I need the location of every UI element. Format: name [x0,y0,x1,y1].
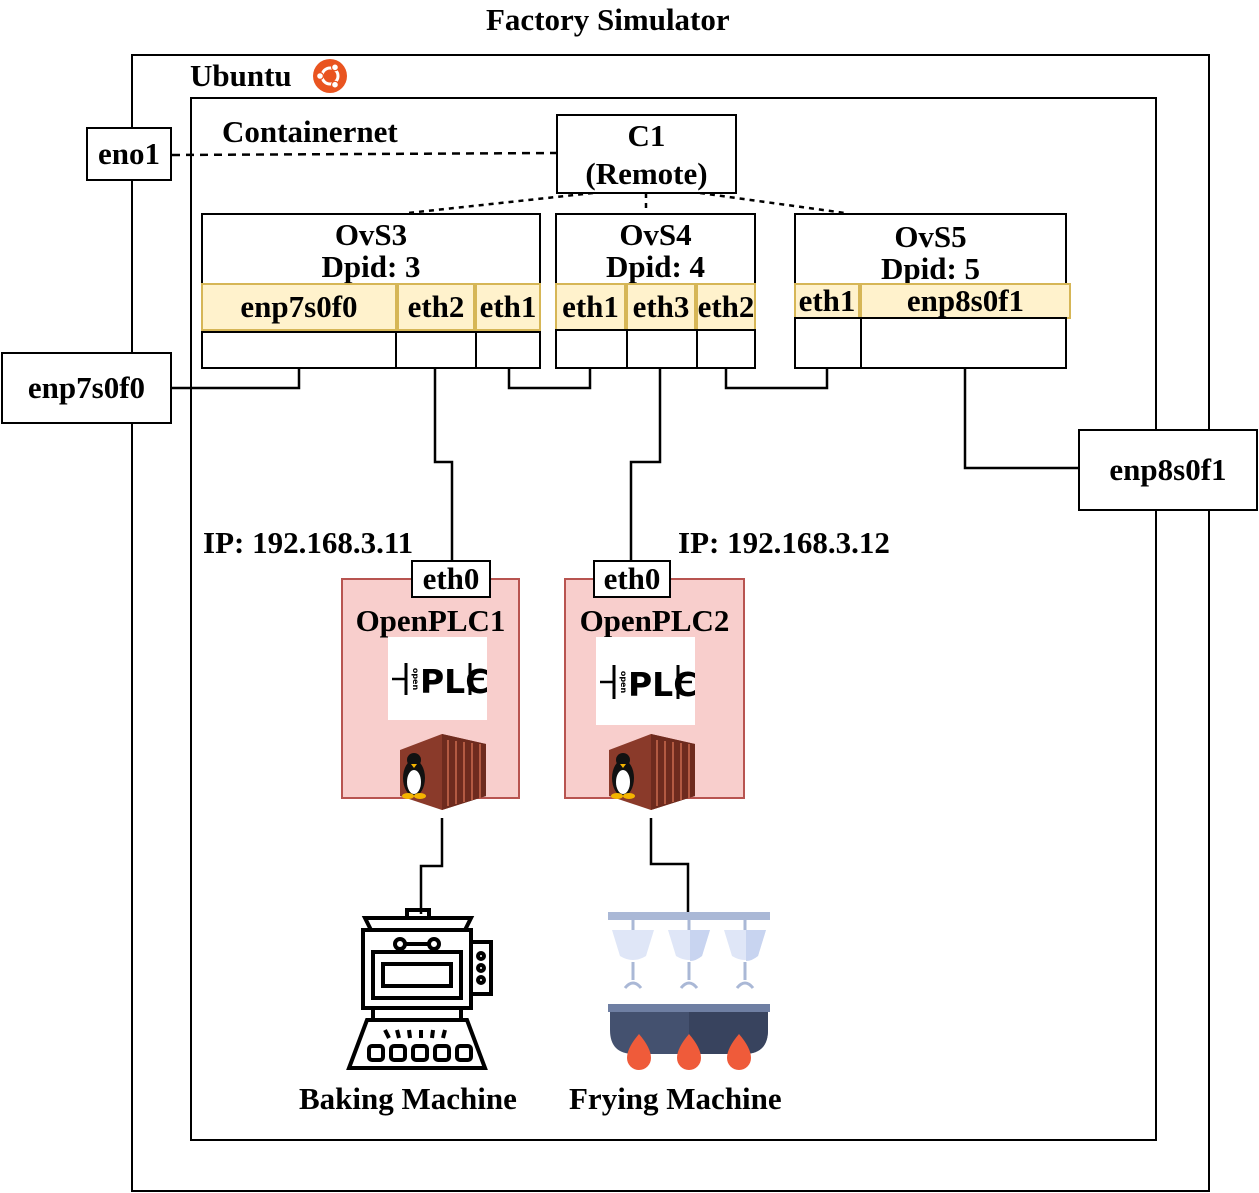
plc2-frying-link [649,818,690,914]
ubuntu-label: Ubuntu [190,58,292,93]
enp8s0f1-external-interface: enp8s0f1 [1078,429,1258,511]
controller-ovs5-link [699,191,846,215]
ovs3-port-slot [201,331,397,369]
ovs3-plc1-link [433,368,454,560]
ubuntu-host-box [131,54,1210,1192]
ovs4-port-eth2: eth2 [696,283,756,331]
switch-dpid: Dpid: 3 [321,249,421,284]
ovs4-port-slot [626,329,698,369]
logo-small-text: open [411,668,420,691]
diagram-title: Factory Simulator [486,2,730,37]
ovs4-ovs5-link [724,368,829,390]
plc1-eth0-port: eth0 [411,560,491,598]
ovs5-port-eth1: eth1 [794,283,860,319]
eno1-controller-link [171,151,557,157]
switch-dpid: Dpid: 5 [880,251,981,286]
ovs5-port-enp8s0f1: enp8s0f1 [860,283,1071,319]
ovs3-port-eth1: eth1 [475,283,541,331]
plc2-ip-label: IP: 192.168.3.12 [678,525,890,560]
ovs3-ovs4-link [507,368,592,390]
eno1-interface: eno1 [86,127,172,181]
ovs5-port-slot [860,317,1067,369]
ovs3-port-slot [475,331,541,369]
ovs4-plc2-link [629,368,662,560]
plc2-eth0-port: eth0 [593,560,671,598]
ovs5-port-slot [794,317,862,369]
openplc-logo: open PLC [596,637,695,725]
containernet-box [190,97,1157,1141]
logo-small-text: open [619,671,628,694]
ovs3-port-slot [395,331,477,369]
oven-icon [346,908,493,1070]
plc1-name: OpenPLC1 [355,603,506,638]
ovs4-port-slot [555,329,628,369]
switch-dpid: Dpid: 4 [605,249,706,284]
linux-container-icon [400,734,486,810]
containernet-label: Containernet [222,114,398,149]
switch-name: OvS4 [619,217,692,252]
ovs4-port-slot [696,329,756,369]
plc1-ip-label: IP: 192.168.3.11 [203,525,414,560]
logo-plc-text: PLC [628,665,695,704]
switch-name: OvS3 [334,217,408,252]
ovs4-port-eth3: eth3 [626,283,696,331]
enp8s0f1-external-link [963,368,1078,470]
enp7s0f0-external-link [172,368,301,390]
enp7s0f0-external-interface: enp7s0f0 [1,352,172,424]
ovs3-port-eth2: eth2 [397,283,475,331]
ovs3-port-enp7s0f0: enp7s0f0 [201,283,397,331]
openplc-logo: open PLC [388,637,487,720]
frying-machine-label: Frying Machine [569,1081,782,1116]
ubuntu-logo-icon [313,59,347,93]
controller-ovs3-link [407,191,594,215]
switch-ovs4: OvS4 Dpid: 4 [555,213,756,369]
controller-type: (Remote) [585,156,708,191]
plc1-baking-link [419,818,444,914]
linux-container-icon [609,734,695,810]
switch-name: OvS5 [894,219,967,254]
controller-name: C1 [627,118,666,153]
plc2-name: OpenPLC2 [579,603,730,638]
fryer-icon [608,912,770,1070]
controller-c1: C1 (Remote) [556,114,737,194]
logo-plc-text: PLC [420,662,487,701]
ovs4-port-eth1: eth1 [555,283,626,331]
baking-machine-label: Baking Machine [299,1081,517,1116]
